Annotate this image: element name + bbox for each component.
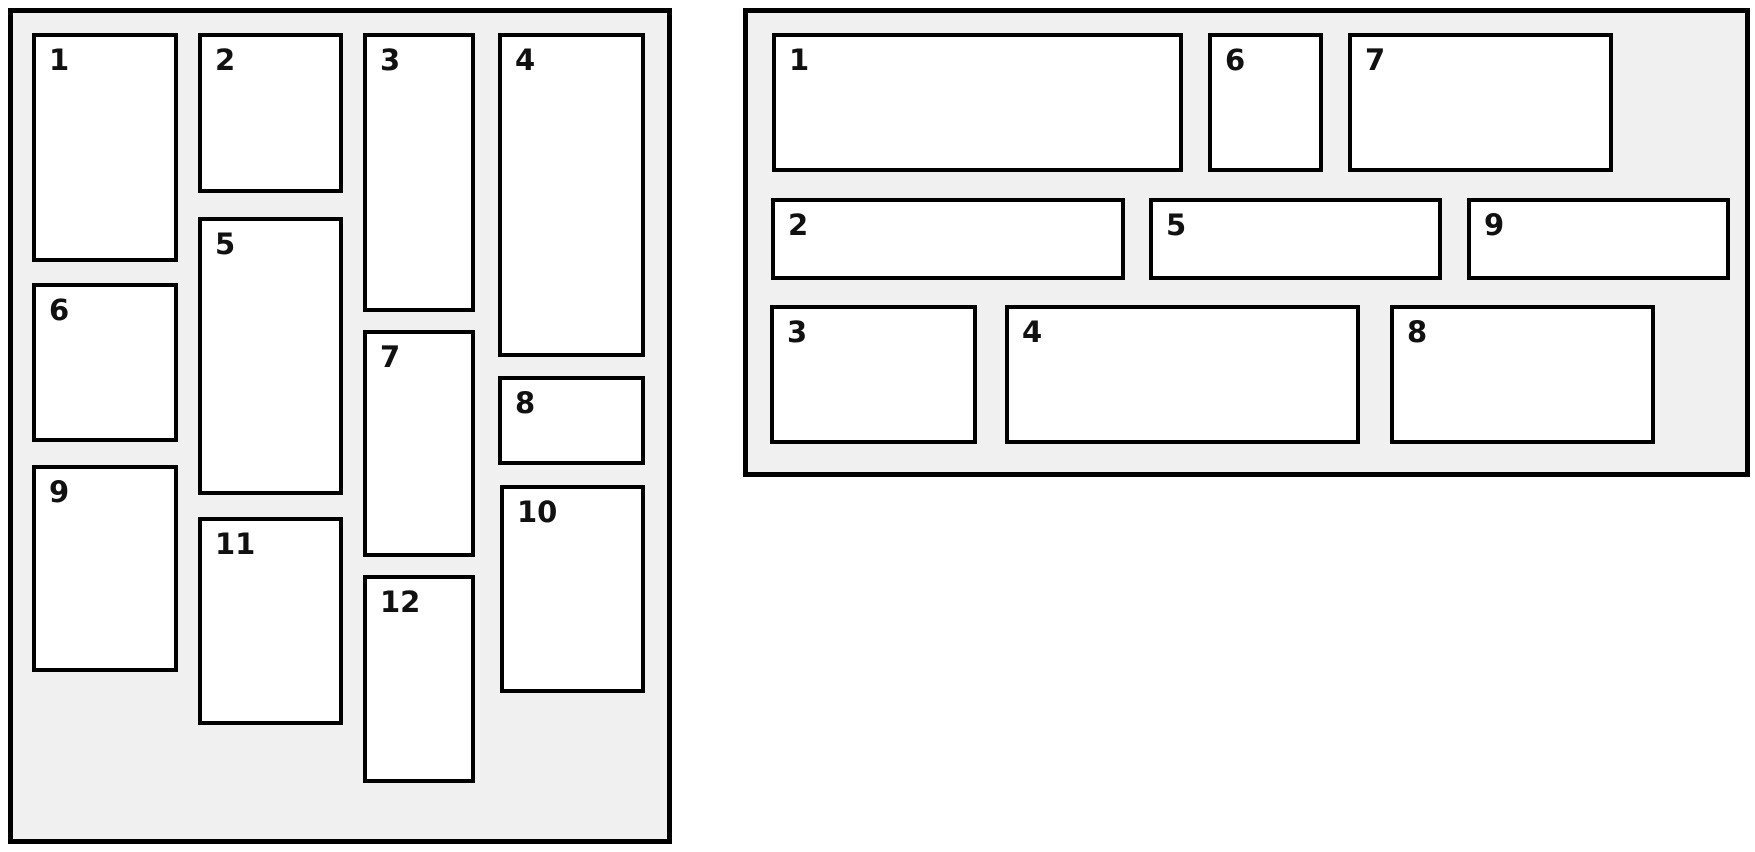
item-number: 3 bbox=[787, 315, 808, 349]
item-number: 7 bbox=[1365, 43, 1386, 77]
masonry-layout-item-2: 2 bbox=[771, 198, 1125, 280]
item-number: 9 bbox=[1484, 208, 1505, 242]
item-number: 8 bbox=[1407, 315, 1428, 349]
item-number: 1 bbox=[789, 43, 810, 77]
column-layout-item-5: 5 bbox=[198, 217, 343, 495]
column-layout-item-4: 4 bbox=[498, 33, 645, 357]
masonry-layout-item-6: 6 bbox=[1208, 33, 1323, 172]
masonry-layout-item-5: 5 bbox=[1149, 198, 1442, 280]
item-number: 4 bbox=[1022, 315, 1043, 349]
column-layout-item-7: 7 bbox=[363, 330, 475, 557]
item-number: 12 bbox=[380, 585, 421, 619]
item-number: 2 bbox=[788, 208, 809, 242]
item-number: 5 bbox=[1166, 208, 1187, 242]
item-number: 6 bbox=[49, 293, 70, 327]
item-number: 1 bbox=[49, 43, 70, 77]
masonry-layout-item-4: 4 bbox=[1005, 305, 1360, 444]
item-number: 5 bbox=[215, 227, 236, 261]
masonry-layout-item-9: 9 bbox=[1467, 198, 1730, 280]
column-layout-item-9: 9 bbox=[32, 465, 178, 672]
column-layout-item-1: 1 bbox=[32, 33, 178, 262]
column-layout-item-11: 11 bbox=[198, 517, 343, 725]
masonry-layout-item-1: 1 bbox=[772, 33, 1183, 172]
item-number: 6 bbox=[1225, 43, 1246, 77]
masonry-layout-item-3: 3 bbox=[770, 305, 977, 444]
column-layout-item-2: 2 bbox=[198, 33, 343, 193]
column-layout-item-8: 8 bbox=[498, 376, 645, 465]
item-number: 10 bbox=[517, 495, 558, 529]
column-layout-item-10: 10 bbox=[500, 485, 645, 693]
masonry-layout-item-7: 7 bbox=[1348, 33, 1613, 172]
item-number: 4 bbox=[515, 43, 536, 77]
masonry-layout-panel: 1 2 3 4 5 6 7 8 9 bbox=[743, 8, 1750, 477]
item-number: 7 bbox=[380, 340, 401, 374]
column-layout-item-3: 3 bbox=[363, 33, 475, 312]
column-layout-item-6: 6 bbox=[32, 283, 178, 442]
masonry-layout-item-8: 8 bbox=[1390, 305, 1655, 444]
item-number: 8 bbox=[515, 386, 536, 420]
item-number: 9 bbox=[49, 475, 70, 509]
column-layout-item-12: 12 bbox=[363, 575, 475, 783]
item-number: 11 bbox=[215, 527, 256, 561]
item-number: 2 bbox=[215, 43, 236, 77]
column-layout-panel: 1 2 3 4 5 6 7 8 9 10 11 12 bbox=[8, 8, 672, 844]
item-number: 3 bbox=[380, 43, 401, 77]
